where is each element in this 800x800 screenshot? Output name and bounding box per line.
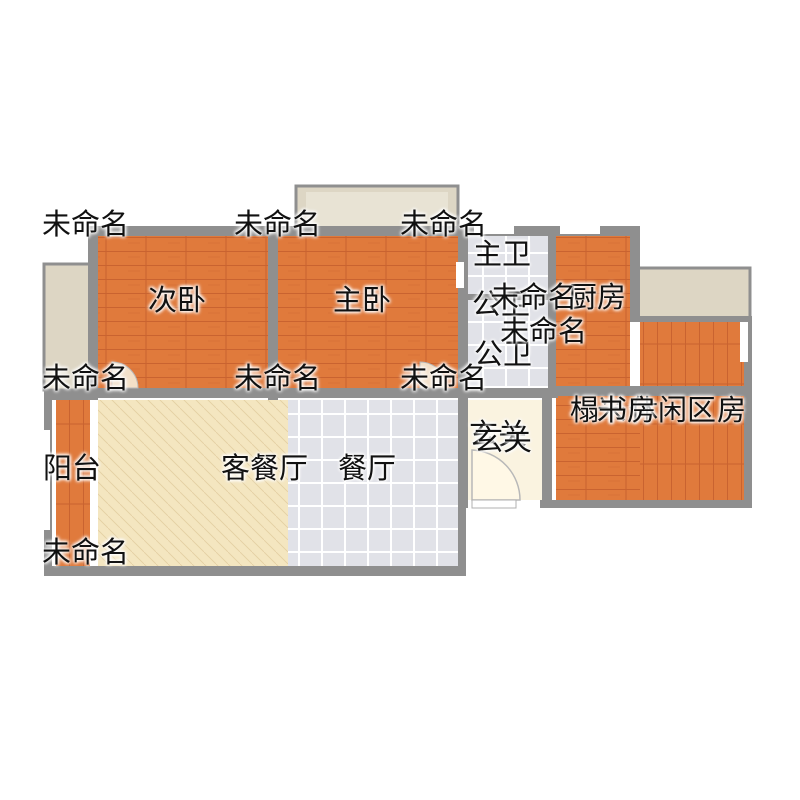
room-label-balcony: 阳台 (43, 451, 102, 485)
room-label-overlap-b: 米 (597, 393, 627, 427)
unnamed-label-7: 未命名 (234, 361, 322, 395)
room-label-entrance: 玄关 (469, 417, 528, 451)
living-floor (98, 400, 288, 566)
room-label-dining: 餐厅 (338, 451, 397, 485)
room-label-master-bath: 主卫 (473, 237, 532, 271)
public-bath-floor (468, 300, 548, 386)
entrance-door-swing (471, 449, 521, 501)
room-label-overlap-a: 榻 (570, 393, 600, 427)
room-label-entrance-overlap: 玄关 (474, 423, 533, 457)
right-balcony-upper (630, 266, 752, 320)
unnamed-label-3: 未命名 (400, 207, 488, 241)
master-door-swing (419, 361, 447, 389)
entrance-door-opening (471, 499, 517, 509)
master-bath-floor (468, 236, 548, 294)
top-balcony-glass (306, 192, 448, 226)
leisure-floor (556, 396, 640, 500)
unnamed-label-9: 未命名 (42, 535, 130, 569)
room-label-public-bath-overlap: 公卫 (474, 337, 533, 371)
unnamed-label-1: 未命名 (42, 207, 130, 241)
dining-floor (288, 400, 458, 566)
unnamed-label-8: 未命名 (400, 361, 488, 395)
room-label-overlap-c: 房 (717, 393, 747, 427)
unnamed-label-5: 未命名 (500, 314, 588, 348)
room-label-study: 书房 (598, 393, 657, 427)
second-bedroom-floor (96, 236, 268, 390)
room-label-living-dining: 客餐厅 (221, 451, 309, 485)
room-label-public-bath: 公卫 (472, 287, 531, 321)
room-label-kitchen: 厨房 (568, 280, 627, 314)
room-label-master-bedroom: 主卧 (333, 283, 392, 317)
room-label-leisure-area: 休闲区 (629, 393, 717, 427)
study-floor (640, 316, 746, 500)
kitchen-floor (556, 236, 630, 386)
bedroom-door-swing (111, 361, 139, 389)
left-balcony-upper (42, 262, 98, 392)
balcony-floor (56, 400, 90, 566)
unnamed-label-2: 未命名 (234, 207, 322, 241)
doors (111, 361, 521, 509)
unnamed-label-4: 未命名 (490, 280, 578, 314)
windows (44, 226, 748, 530)
room-label-second-bedroom: 次卧 (148, 283, 207, 317)
unnamed-label-6: 未命名 (42, 361, 130, 395)
